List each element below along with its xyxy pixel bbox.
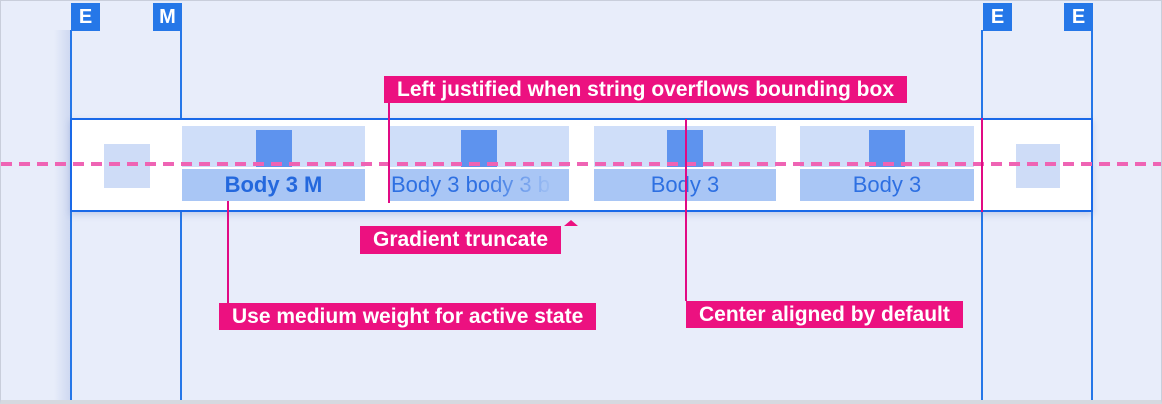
edge-spacing-square-left [104,144,150,188]
spacing-marker-e-right-inner: E [983,3,1012,31]
connector-right-tab-edge [981,118,983,212]
tab-icon-placeholder [461,130,497,167]
baseline-guide [1,162,1161,166]
annotation-center-aligned: Center aligned by default [686,301,963,328]
tab-item-truncated[interactable]: Body 3 body 3 b [389,1,569,400]
connector-left-justified [388,103,390,203]
guide-line-left-margin [180,30,182,400]
tab-item-active[interactable]: Body 3 M [182,1,365,400]
guide-line-right-edge [1091,30,1093,400]
guide-line-left-edge [70,30,72,400]
annotation-pointer-up-icon [564,220,578,226]
spacing-marker-m: M [153,3,182,31]
connector-center-aligned [685,119,687,301]
annotation-left-justified: Left justified when string overflows bou… [384,76,907,103]
tab-item-default-2[interactable]: Body 3 [800,1,974,400]
annotation-medium-weight: Use medium weight for active state [219,303,597,330]
tab-icon-placeholder [869,130,905,167]
spacing-marker-e-left: E [71,3,100,31]
spacing-marker-e-right-outer: E [1064,3,1093,31]
tab-label-active: Body 3 M [182,169,365,201]
tab-label-default: Body 3 [800,169,974,201]
annotation-gradient-truncate: Gradient truncate [360,220,578,254]
tab-icon-placeholder [255,130,292,167]
annotation-gradient-truncate-text: Gradient truncate [373,228,549,251]
tab-label-truncated: Body 3 body 3 b [389,169,569,201]
connector-medium-weight [227,201,229,303]
edge-spacing-square-right [1016,144,1060,188]
gradient-truncate-overlay [482,169,569,201]
guide-line-right-margin [981,30,983,400]
guide-shadow-left [54,30,70,400]
